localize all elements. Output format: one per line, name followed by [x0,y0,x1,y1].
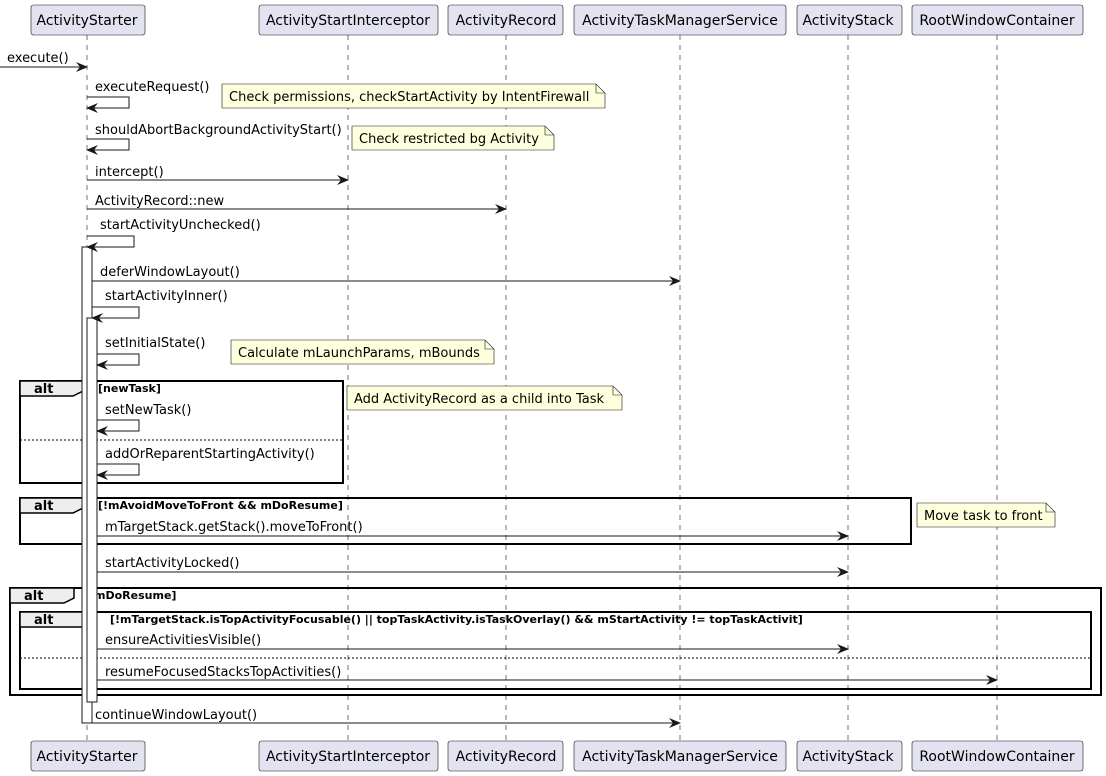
alt-frame-4: alt [!mTargetStack.isTopActivityFocusable… [19,611,1092,690]
message-label: execute() [7,51,69,66]
message-8: startActivityInner() [91,289,228,323]
participant-interceptor-bottom: ActivityStartInterceptor [258,740,439,772]
message-7: deferWindowLayout() [92,265,681,286]
note-text: Calculate mLaunchParams, mBounds [238,346,480,361]
participant-root-top: RootWindowContainer [911,4,1084,36]
message-9: setInitialState() [96,336,205,370]
message-label: ensureActivitiesVisible() [105,633,261,648]
participant-root-bottom: RootWindowContainer [911,740,1084,772]
message-1: execute() [0,51,88,72]
message-label: deferWindowLayout() [100,265,240,280]
participant-label: RootWindowContainer [919,13,1075,29]
message-13: startActivityLocked() [97,556,849,577]
note-text: Check restricted bg Activity [359,132,539,147]
note-text: Add ActivityRecord as a child into Task [354,392,604,407]
frame-kind-label: alt [34,613,53,628]
participant-label: RootWindowContainer [919,749,1075,765]
message-3: shouldAbortBackgroundActivityStart() [86,123,342,155]
participant-starter-bottom: ActivityStarter [30,740,146,772]
participant-label: ActivityRecord [456,749,557,765]
message-label: executeRequest() [95,80,210,95]
note-2: Check restricted bg Activity [351,125,555,151]
message-label: continueWindowLayout() [95,708,257,723]
alt-frame-2: alt [!mAvoidMoveToFront && mDoResume] [19,497,912,545]
note-4: Add ActivityRecord as a child into Task [346,385,623,411]
participant-label: ActivityTaskManagerService [582,13,778,29]
message-15: resumeFocusedStacksTopActivities() [97,665,998,685]
message-label: setInitialState() [105,336,205,351]
note-3: Calculate mLaunchParams, mBounds [230,339,495,365]
frame-kind-label: alt [34,382,53,397]
frame-kind-label: alt [34,499,53,514]
message-label: mTargetStack.getStack().moveToFront() [105,520,363,535]
participant-record-bottom: ActivityRecord [447,740,564,772]
participant-atms-top: ActivityTaskManagerService [573,4,787,36]
frame-guard-label: [newTask] [98,382,161,395]
message-label: resumeFocusedStacksTopActivities() [105,665,341,680]
message-4: intercept() [87,165,349,185]
message-16: continueWindowLayout() [87,708,681,728]
participant-interceptor-top: ActivityStartInterceptor [258,4,439,36]
participant-label: ActivityStarter [37,13,138,29]
note-1: Check permissions, checkStartActivity by… [221,83,606,109]
participant-label: ActivityStack [802,749,894,765]
note-5: Move task to front [916,502,1056,528]
note-text: Move task to front [924,509,1043,524]
participant-label: ActivityStarter [37,749,138,765]
message-14: ensureActivitiesVisible() [97,633,849,654]
participant-label: ActivityTaskManagerService [582,749,778,765]
message-label: startActivityUnchecked() [100,218,261,233]
participant-atms-bottom: ActivityTaskManagerService [573,740,787,772]
message-label: setNewTask() [105,403,191,418]
participant-label: ActivityStartInterceptor [266,749,430,765]
message-label: startActivityLocked() [105,556,239,571]
message-6: startActivityUnchecked() [86,218,261,252]
participant-label: ActivityRecord [456,13,557,29]
participant-label: ActivityStartInterceptor [266,13,430,29]
alt-frame-1: alt [newTask] [19,380,344,484]
message-label: startActivityInner() [105,289,228,304]
participant-starter-top: ActivityStarter [30,4,146,36]
message-label: intercept() [95,165,164,180]
message-11: addOrReparentStartingActivity() [96,447,315,480]
frame-guard-label: [!mAvoidMoveToFront && mDoResume] [98,499,343,512]
message-2: executeRequest() [86,80,210,113]
message-label: addOrReparentStartingActivity() [105,447,315,462]
frame-guard-label: [mDoResume] [89,589,176,602]
participant-record-top: ActivityRecord [447,4,564,36]
note-text: Check permissions, checkStartActivity by… [229,90,589,105]
participant-stack-bottom: ActivityStack [796,740,903,772]
frame-guard-label: [!mTargetStack.isTopActivityFocusable() … [110,613,803,626]
participant-label: ActivityStack [802,13,894,29]
participant-stack-top: ActivityStack [796,4,903,36]
frame-kind-label: alt [24,589,43,604]
message-label: shouldAbortBackgroundActivityStart() [95,123,342,138]
message-12: mTargetStack.getStack().moveToFront() [97,520,849,541]
activation-bar-start-activity-inner [86,317,98,703]
message-label: ActivityRecord::new [95,194,225,209]
message-10: setNewTask() [96,403,191,436]
alt-frame-3: alt [mDoResume] [9,587,1102,696]
message-5: ActivityRecord::new [87,194,507,214]
